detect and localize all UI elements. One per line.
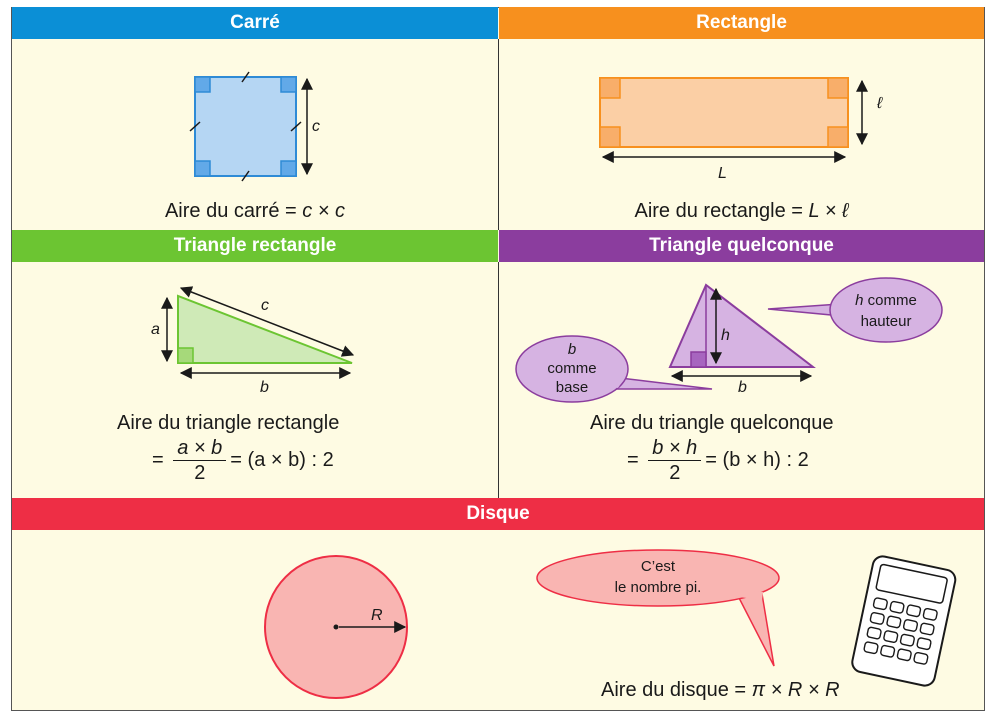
square-figure xyxy=(189,71,313,182)
bubble-hauteur-line2: hauteur xyxy=(861,313,912,330)
speech-bubble-pi xyxy=(536,549,780,667)
column-divider-middle xyxy=(498,262,499,498)
right-triangle-side-c-label: c xyxy=(261,297,269,314)
speech-bubble-hauteur xyxy=(767,277,943,343)
column-divider-top xyxy=(498,39,499,230)
calculator-icon xyxy=(851,555,957,687)
speech-bubble-base xyxy=(515,335,713,403)
square-side-label: c xyxy=(312,118,320,135)
header-triangle-rectangle: Triangle rectangle xyxy=(12,230,498,262)
right-triangle-side-b-label: b xyxy=(260,379,269,396)
bubble-base-var: b xyxy=(568,341,576,358)
formula-triangle-quelconque-title: Aire du triangle quelconque xyxy=(590,412,834,434)
right-triangle-figure xyxy=(161,286,355,379)
header-carre: Carré xyxy=(12,7,498,39)
bubble-pi-line1: C’est xyxy=(641,558,676,575)
formula-disque: Aire du disque = π × R × R xyxy=(601,679,840,701)
disk-radius-label: R xyxy=(371,607,383,624)
bubble-hauteur-line1: h comme xyxy=(855,292,917,309)
bubble-base-line3: base xyxy=(556,379,589,396)
header-disque: Disque xyxy=(12,498,984,530)
arbitrary-triangle-height-label: h xyxy=(721,327,730,344)
arbitrary-triangle-figure xyxy=(668,283,816,382)
formula-carre: Aire du carré = c × c xyxy=(164,200,346,222)
header-rectangle: Rectangle xyxy=(499,7,984,39)
rectangle-length-label: L xyxy=(718,165,727,182)
header-triangle-quelconque: Triangle quelconque xyxy=(499,230,984,262)
rectangle-figure xyxy=(599,77,868,163)
arbitrary-triangle-base-label: b xyxy=(738,379,747,396)
formula-rectangle: Aire du rectangle = L × ℓ xyxy=(634,200,849,222)
right-triangle-side-a-label: a xyxy=(151,321,160,338)
formula-triangle-rectangle-title: Aire du triangle rectangle xyxy=(117,412,340,434)
rectangle-width-label: ℓ xyxy=(876,95,883,112)
bubble-base-line2: comme xyxy=(547,360,596,377)
disk-figure xyxy=(264,555,408,699)
bubble-pi-line2: le nombre pi. xyxy=(615,579,702,596)
